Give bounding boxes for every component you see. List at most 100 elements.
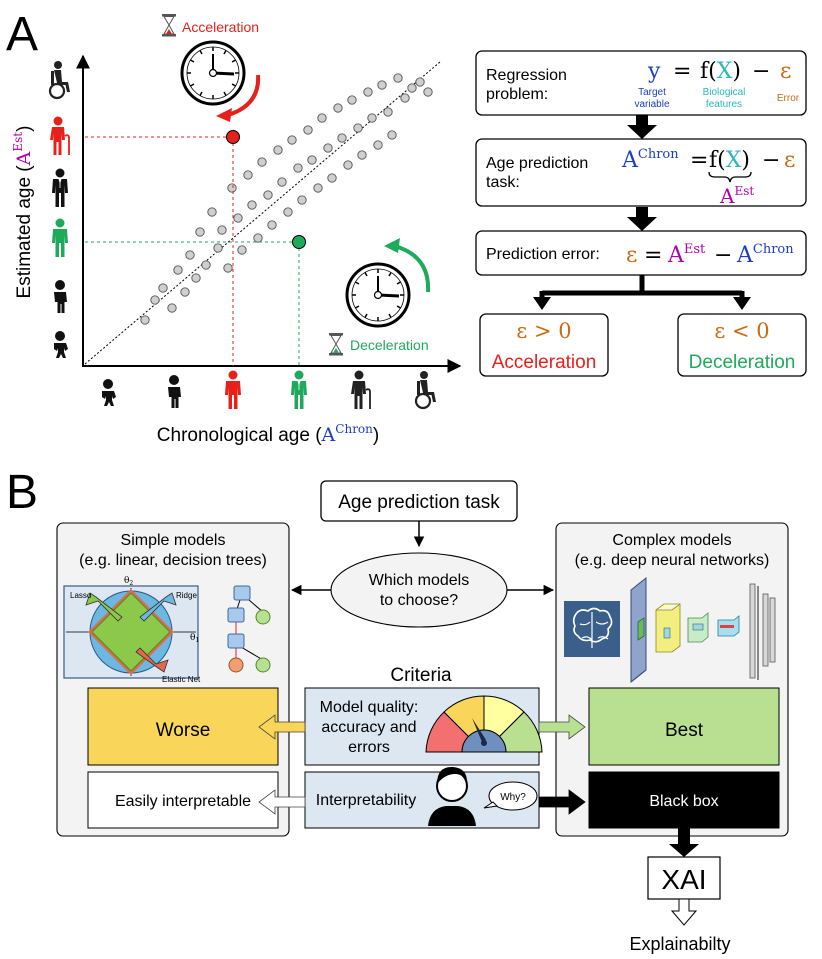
scatter-point <box>233 213 243 223</box>
split-connector <box>542 275 742 296</box>
theta1-label: θ1 <box>190 633 199 644</box>
scatter-point <box>267 220 277 230</box>
flow-arrow-1 <box>627 115 657 139</box>
elderly-cane-person-icon <box>49 116 70 156</box>
criteria-label: Criteria <box>390 665 452 686</box>
clock-accel-icon <box>180 40 246 106</box>
accel-arrowhead <box>216 108 232 122</box>
speedometer-gauge-icon <box>425 695 543 753</box>
clock-tick <box>355 305 360 309</box>
deceleration-label: Deceleration <box>350 337 429 353</box>
baby-icon <box>54 331 68 358</box>
scatter-point <box>173 265 183 275</box>
y-axis-title: Estimated age (AEst) <box>11 126 35 299</box>
clock-tick <box>231 83 236 87</box>
accel-point <box>226 130 240 144</box>
easily-interpretable-label: Easily interpretable <box>115 793 251 810</box>
arrow-to-xai <box>669 828 699 857</box>
scatter-point <box>287 135 297 145</box>
clock-tick <box>231 59 236 63</box>
eps-positive: ε > 0 <box>516 319 571 343</box>
clock-tick <box>199 50 203 55</box>
brain-icon <box>564 601 620 657</box>
scatter-points <box>140 73 433 325</box>
clock-tick <box>190 83 195 87</box>
scatter-point <box>343 160 353 170</box>
acceleration-result: Acceleration <box>492 352 597 373</box>
clock-tick <box>388 313 392 318</box>
clock-tick <box>199 91 203 96</box>
scatter-point <box>150 295 160 305</box>
scatter-point <box>313 183 323 193</box>
scatter-point <box>367 113 377 123</box>
scatter-point <box>191 273 201 283</box>
error-caption: Error <box>777 93 800 104</box>
scatter-point <box>357 150 367 160</box>
complex-models-title: Complex models(e.g. deep neural networks… <box>575 532 770 569</box>
question-ellipse <box>330 552 508 628</box>
scatter-point <box>201 260 211 270</box>
simple-models-title: Simple models(e.g. linear, decision tree… <box>79 532 267 569</box>
why-bubble-text: Why? <box>500 792 526 803</box>
scatter-point <box>263 190 273 200</box>
accel-arrow-icon <box>227 74 261 117</box>
scatter-point <box>207 207 217 217</box>
scatter-point <box>423 87 433 97</box>
scatter-point <box>383 107 393 117</box>
cnn-diagram-icon <box>630 576 776 684</box>
scatter-point <box>227 183 237 193</box>
scatter-point <box>167 303 177 313</box>
clock-tick <box>396 305 401 309</box>
scatter-point <box>180 287 190 297</box>
baby-icon <box>102 379 116 406</box>
black-box <box>588 771 780 829</box>
clock-tick <box>388 272 392 277</box>
x-axis-title: Chronological age (AChron) <box>157 422 379 446</box>
adult-person-icon <box>52 218 68 257</box>
decision-tree-icon <box>227 585 271 673</box>
scatter-point <box>393 73 403 83</box>
scatter-point <box>273 145 283 155</box>
speech-bubble-icon <box>483 781 538 811</box>
deceleration-result: Deceleration <box>689 352 796 373</box>
scatter-point <box>407 83 417 93</box>
panel-b-label: B <box>6 466 38 519</box>
arrow-to-black-box <box>538 789 586 815</box>
flow-arrow-2 <box>627 207 657 231</box>
xai-label: XAI <box>661 864 706 895</box>
scatter-point <box>347 95 357 105</box>
age-prediction-box <box>475 138 807 207</box>
scatter-point <box>387 130 397 140</box>
identity-line <box>84 61 441 365</box>
scatter-point <box>377 80 387 90</box>
clock-decel-icon <box>345 262 411 328</box>
theta2-label: θ2 <box>124 576 133 587</box>
ridge-label: Ridge <box>176 591 197 600</box>
hourglass-green-icon <box>329 333 343 356</box>
deceleration-box <box>677 313 807 377</box>
explainability-label: Explainabilty <box>629 934 730 954</box>
scatter-point <box>277 177 287 187</box>
clock-tick <box>364 313 368 318</box>
clock-tick <box>223 91 227 96</box>
adult-person-icon <box>225 370 241 409</box>
best-box <box>588 687 780 766</box>
regularization-diagram <box>63 585 199 679</box>
scatter-point <box>327 173 337 183</box>
scatter-point <box>337 133 347 143</box>
clock-tick <box>396 281 401 285</box>
clock-tick <box>223 50 227 55</box>
man-suit-icon <box>290 370 308 410</box>
split-arrow-right <box>733 291 751 310</box>
scatter-point <box>333 103 343 113</box>
scatter-point <box>297 195 307 205</box>
regression-equation: y = f(X) − ε <box>647 59 791 84</box>
split-arrow-left <box>533 291 551 310</box>
scatter-point <box>415 77 425 87</box>
